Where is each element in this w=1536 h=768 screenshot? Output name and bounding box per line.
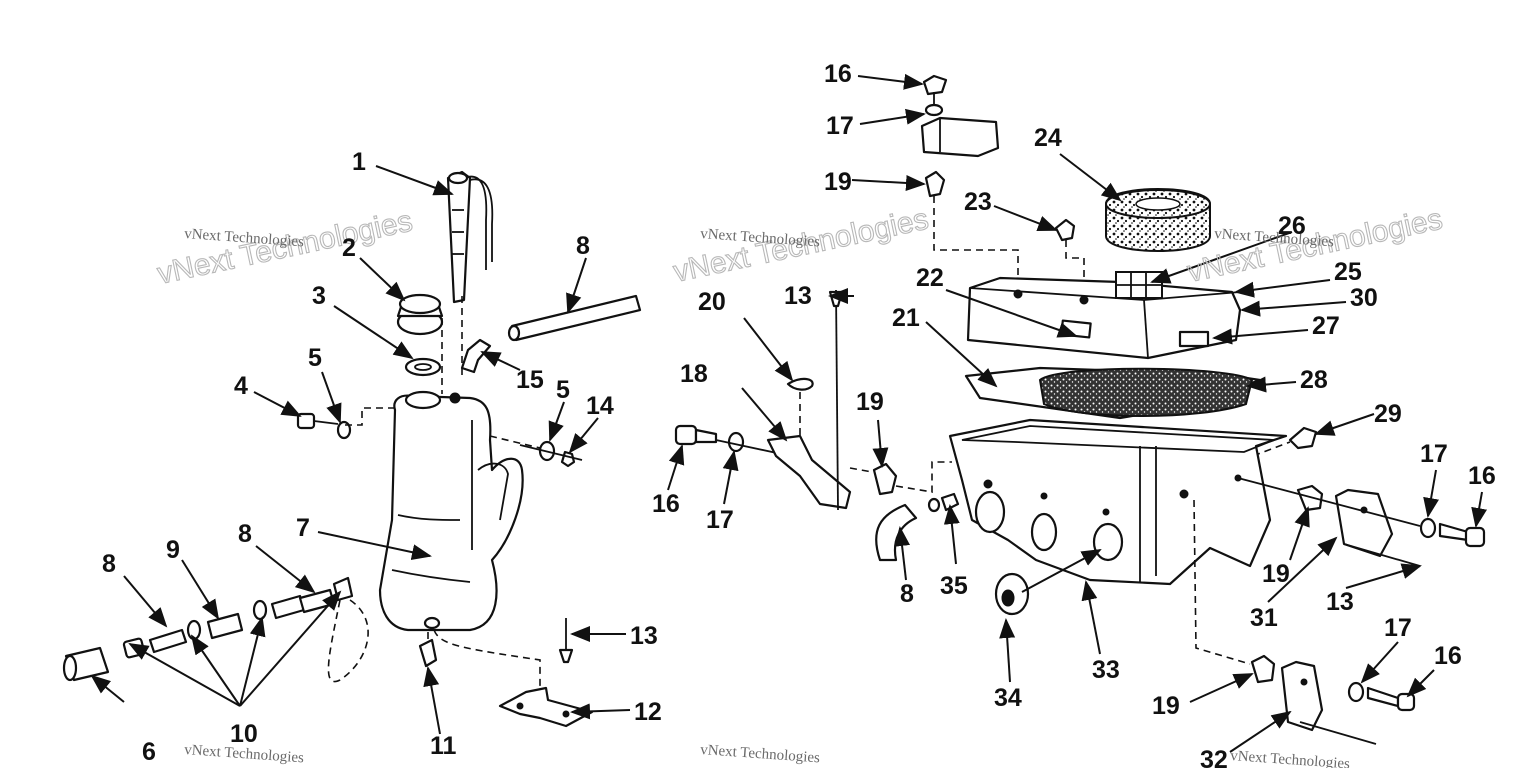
washer-part-17-top bbox=[924, 103, 944, 117]
callout-25: 25 bbox=[1334, 258, 1362, 286]
callout-11: 11 bbox=[430, 732, 457, 760]
callout-26: 26 bbox=[1278, 212, 1306, 240]
filter-hose-assembly bbox=[62, 576, 354, 682]
fuel-tank-assembly bbox=[62, 170, 918, 728]
callout-19-center: 19 bbox=[856, 388, 884, 416]
fitting-part-29 bbox=[1288, 426, 1318, 450]
callout-13-center: 13 bbox=[784, 282, 812, 310]
callout-16-top: 16 bbox=[824, 60, 852, 88]
watermark-text: vNext Technologies bbox=[700, 742, 821, 766]
plug-part-34 bbox=[994, 572, 1030, 616]
watermark-text: vNext Technologies bbox=[1230, 748, 1351, 768]
callout-12: 12 bbox=[634, 698, 662, 726]
callout-28: 28 bbox=[1300, 366, 1328, 394]
callout-5-right: 5 bbox=[556, 376, 570, 404]
callout-10: 10 bbox=[230, 720, 258, 748]
callout-labels: 1 2 3 4 5 5 6 7 8 8 8 8 9 10 11 12 13 13… bbox=[102, 60, 1496, 768]
callout-19-top: 19 bbox=[824, 168, 852, 196]
elbow-fitting-part-15 bbox=[460, 338, 492, 374]
fuel-tank-part-7 bbox=[378, 390, 524, 632]
bolt-part-16-left bbox=[674, 424, 718, 446]
callout-5-left: 5 bbox=[308, 344, 322, 372]
washer-part-17-left bbox=[727, 431, 745, 453]
callout-30: 30 bbox=[1350, 284, 1378, 312]
fuel-cap-part-2 bbox=[396, 293, 444, 336]
fuel-hose-part-8-top bbox=[507, 294, 642, 342]
air-box-base-part-33 bbox=[948, 418, 1288, 586]
callout-17-right: 17 bbox=[1420, 440, 1448, 468]
bracket-part-18 bbox=[766, 434, 852, 510]
callout-7: 7 bbox=[296, 514, 310, 542]
gasket-part-3 bbox=[404, 357, 442, 377]
bolt-part-16-lower bbox=[1366, 686, 1416, 712]
nut-part-14 bbox=[560, 450, 576, 468]
bracket-part-12 bbox=[498, 686, 594, 728]
callout-3: 3 bbox=[312, 282, 326, 310]
callout-35: 35 bbox=[940, 572, 968, 600]
cover-block bbox=[920, 116, 1000, 158]
bracket-part-31 bbox=[1334, 488, 1394, 558]
callout-24: 24 bbox=[1034, 124, 1062, 152]
callout-33: 33 bbox=[1092, 656, 1120, 684]
callout-13-right: 13 bbox=[1326, 588, 1354, 616]
callout-1: 1 bbox=[352, 148, 366, 176]
callout-14: 14 bbox=[586, 392, 614, 420]
filter-element-part-28 bbox=[1038, 367, 1254, 417]
foam-filter-part-24 bbox=[1105, 188, 1211, 252]
callout-16-left: 16 bbox=[652, 490, 680, 518]
washer-part-17-lower bbox=[1347, 681, 1365, 703]
callout-8-middle: 8 bbox=[238, 520, 252, 548]
callout-17-top: 17 bbox=[826, 112, 854, 140]
grommet-part-19-right bbox=[1296, 484, 1324, 512]
callout-8-right: 8 bbox=[900, 580, 914, 608]
callout-34: 34 bbox=[994, 684, 1022, 712]
fuel-hose-part-8-curve bbox=[875, 503, 918, 562]
callout-20: 20 bbox=[698, 288, 726, 316]
callout-21: 21 bbox=[892, 304, 920, 332]
air-box-assembly bbox=[920, 74, 1486, 745]
fitting-part-35 bbox=[927, 492, 960, 513]
callout-27: 27 bbox=[1312, 312, 1340, 340]
bracket-part-32 bbox=[1280, 660, 1324, 732]
grommet-part-19-top bbox=[924, 170, 946, 198]
washer-part-17-right bbox=[1419, 517, 1437, 539]
knob-part-23 bbox=[1054, 218, 1076, 242]
callout-17-lower: 17 bbox=[1384, 614, 1412, 642]
drain-fitting-part-11 bbox=[418, 616, 441, 668]
callout-13-left: 13 bbox=[630, 622, 658, 650]
callout-2: 2 bbox=[342, 234, 356, 262]
callout-4: 4 bbox=[234, 372, 248, 400]
fuel-pickup-part-1 bbox=[446, 170, 494, 304]
grommet-part-19-lower bbox=[1250, 654, 1276, 684]
callout-23: 23 bbox=[964, 188, 992, 216]
callout-15: 15 bbox=[516, 366, 544, 394]
callout-22: 22 bbox=[916, 264, 944, 292]
callout-9: 9 bbox=[166, 536, 180, 564]
callout-31: 31 bbox=[1250, 604, 1278, 632]
bolt-part-16-top bbox=[922, 74, 948, 104]
callout-16-lower: 16 bbox=[1434, 642, 1462, 670]
air-box-lid-part-22 bbox=[966, 271, 1242, 360]
callout-19-lower: 19 bbox=[1152, 692, 1180, 720]
callout-16-right: 16 bbox=[1468, 462, 1496, 490]
bolt-part-16-right bbox=[1438, 522, 1486, 548]
callout-8-left: 8 bbox=[102, 550, 116, 578]
callout-17-left: 17 bbox=[706, 506, 734, 534]
clip-part-20 bbox=[786, 377, 814, 391]
callout-19-right: 19 bbox=[1262, 560, 1290, 588]
screw-part-13-left bbox=[558, 618, 574, 664]
callout-6: 6 bbox=[142, 738, 156, 766]
callout-29: 29 bbox=[1374, 400, 1402, 428]
callout-8-top: 8 bbox=[576, 232, 590, 260]
callout-18: 18 bbox=[680, 360, 708, 388]
leader-lines bbox=[90, 73, 1488, 753]
grommet-part-19-center bbox=[872, 462, 898, 496]
callout-32: 32 bbox=[1200, 746, 1228, 768]
bolt-part-4 bbox=[296, 412, 352, 440]
